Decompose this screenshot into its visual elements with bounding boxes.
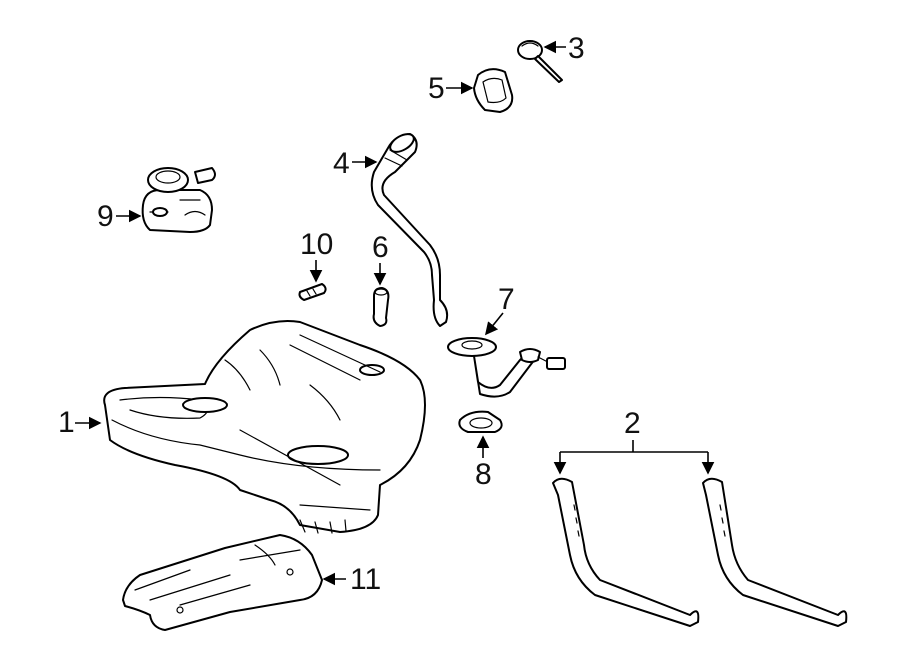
clip[interactable] <box>298 283 327 301</box>
callout-8: 8 <box>475 458 492 491</box>
fuel-cap[interactable] <box>517 40 563 83</box>
callout-11: 11 <box>350 563 381 596</box>
tank-strap-left[interactable] <box>552 477 700 627</box>
leader-7 <box>484 312 504 336</box>
heat-shield[interactable] <box>122 534 323 631</box>
filler-pipe[interactable] <box>370 130 449 327</box>
callout-3: 3 <box>568 32 585 65</box>
fuel-tank[interactable] <box>103 320 426 534</box>
tank-strap-right[interactable] <box>702 477 848 627</box>
fuel-pump-module[interactable] <box>447 337 566 398</box>
callout-1: 1 <box>58 406 75 439</box>
vapor-valve[interactable] <box>141 167 216 233</box>
callout-10: 10 <box>300 228 333 261</box>
filler-housing[interactable] <box>473 68 514 113</box>
callout-4: 4 <box>333 147 350 180</box>
callout-6: 6 <box>372 231 389 264</box>
callout-7: 7 <box>498 283 515 316</box>
callout-2: 2 <box>624 407 641 440</box>
lock-ring[interactable] <box>458 410 503 433</box>
hose[interactable] <box>372 287 390 327</box>
callout-5: 5 <box>428 72 445 105</box>
callout-9: 9 <box>97 200 114 233</box>
